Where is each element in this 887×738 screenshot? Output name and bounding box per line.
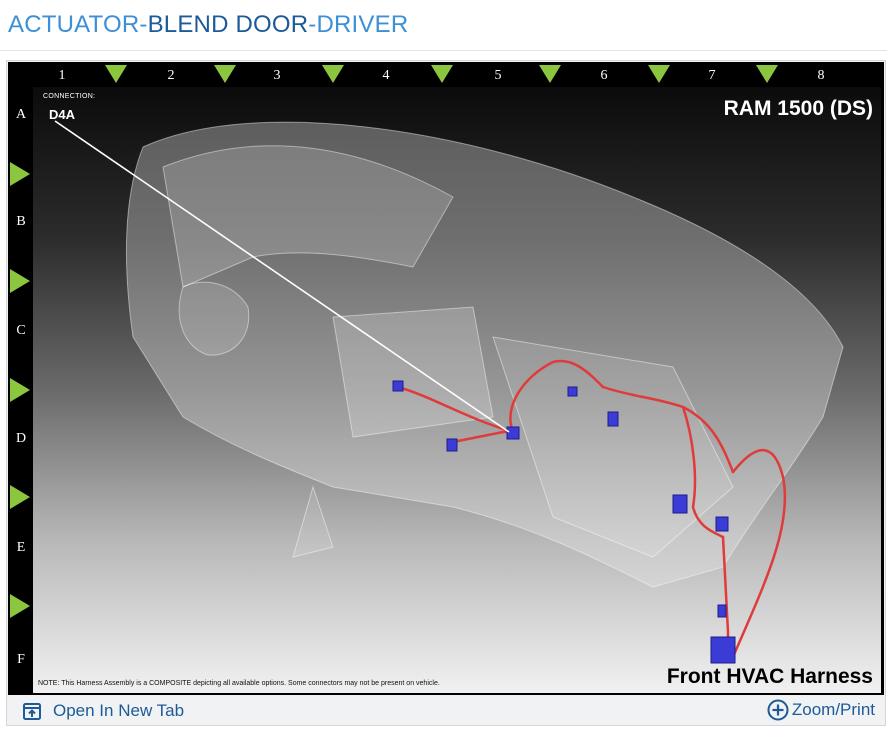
connector — [607, 411, 619, 427]
grid-column-4: 4 — [382, 68, 390, 83]
grid-column-marker — [431, 65, 453, 83]
grid-row-marker — [10, 269, 30, 293]
grid-column-5: 5 — [494, 68, 502, 83]
vehicle-label: RAM 1500 (DS) — [723, 97, 873, 120]
grid-row-marker — [10, 485, 30, 509]
page-title: ACTUATOR-BLEND DOOR-DRIVER — [8, 10, 408, 40]
open-in-new-tab-link[interactable]: Open In New Tab — [23, 701, 184, 721]
center-stack-shape — [332, 306, 494, 438]
instrument-cluster-shape — [162, 145, 454, 288]
connector-d4a — [506, 426, 520, 440]
grid-column-8: 8 — [817, 68, 825, 83]
grid-column-3: 3 — [273, 68, 281, 83]
grid-row-f: F — [17, 652, 25, 667]
grid-row-marker — [10, 594, 30, 618]
grid-column-marker — [322, 65, 344, 83]
title-part-blend-door: BLEND DOOR — [147, 11, 309, 38]
open-in-new-tab-icon — [23, 702, 41, 720]
grid-column-1: 1 — [58, 68, 66, 83]
composite-note: NOTE: This Harness Assembly is a COMPOSI… — [38, 680, 440, 687]
zoom-print-label: Zoom/Print — [791, 700, 875, 719]
harness-label: Front HVAC Harness — [666, 665, 873, 688]
grid-column-marker — [214, 65, 236, 83]
grid-row-marker — [10, 378, 30, 402]
grid-row-marker — [10, 162, 30, 186]
zoom-plus-icon — [767, 699, 789, 721]
grid-column-marker — [648, 65, 670, 83]
grid-row-a: A — [15, 107, 27, 122]
steering-wheel-shape — [178, 281, 250, 356]
connector — [392, 380, 404, 392]
dashboard-shape — [125, 121, 844, 588]
console-shape — [292, 485, 334, 558]
grid-column-2: 2 — [167, 68, 175, 83]
connection-id: D4A — [49, 107, 76, 122]
grid-row-d: D — [15, 431, 27, 446]
callout-pointer-line — [54, 120, 510, 433]
connector-module — [710, 636, 736, 664]
zoom-print-link[interactable]: Zoom/Print — [767, 699, 875, 721]
connector — [446, 438, 458, 452]
grid-column-marker — [756, 65, 778, 83]
grid-row-b: B — [16, 214, 26, 229]
connector — [715, 516, 729, 532]
connector — [567, 386, 578, 397]
grid-column-marker — [539, 65, 561, 83]
connection-caption: CONNECTION: — [43, 93, 96, 100]
dashboard-illustration — [54, 120, 844, 664]
connector — [672, 494, 688, 514]
grid-row-c: C — [16, 323, 26, 338]
title-part-driver: -DRIVER — [308, 11, 409, 38]
grid-row-e: E — [16, 540, 26, 555]
open-in-new-tab-label: Open In New Tab — [53, 701, 185, 720]
title-divider — [0, 50, 887, 51]
grid-column-marker — [105, 65, 127, 83]
viewer-footer: Open In New Tab Zoom/Print — [7, 695, 885, 725]
grid-column-7: 7 — [708, 68, 716, 83]
connectors — [392, 380, 736, 664]
grid-column-6: 6 — [600, 68, 608, 83]
harness-diagram-canvas[interactable]: CONNECTION: D4A RAM 1500 (DS) Front HVAC… — [33, 87, 881, 693]
title-part-actuator: ACTUATOR- — [8, 11, 148, 38]
grid-frame: 1 2 3 4 5 6 7 8 A B C D E F — [8, 62, 884, 695]
connector — [717, 604, 727, 618]
diagram-viewer: 1 2 3 4 5 6 7 8 A B C D E F — [6, 60, 886, 726]
